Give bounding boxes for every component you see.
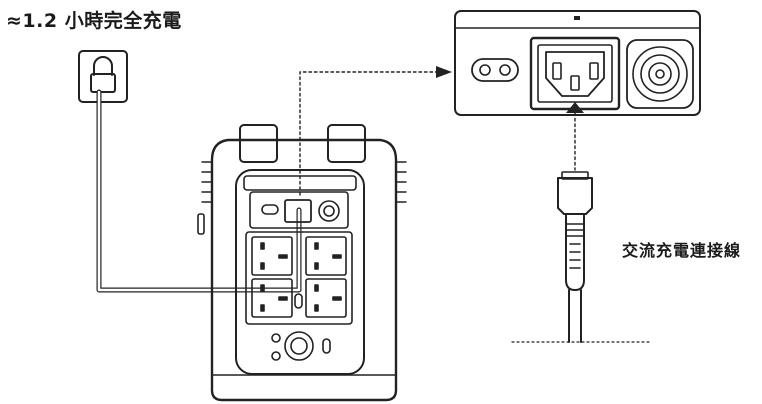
power-station	[197, 124, 407, 402]
ac-inlet-icon	[529, 36, 621, 111]
round-port-icon	[626, 39, 694, 109]
ac-sockets	[245, 231, 353, 325]
charge-time-title: ≈1.2 小時完全充電	[6, 10, 182, 32]
port-panel-closeup	[454, 10, 701, 116]
zoom-guide-line	[299, 71, 441, 196]
wall-outlet	[78, 50, 128, 103]
ac-cable-label: 交流充電連接線	[622, 241, 742, 260]
ac-charging-cable-path	[96, 89, 302, 293]
fuse-slot-icon	[471, 58, 519, 82]
ac-cable-plug	[557, 171, 593, 343]
